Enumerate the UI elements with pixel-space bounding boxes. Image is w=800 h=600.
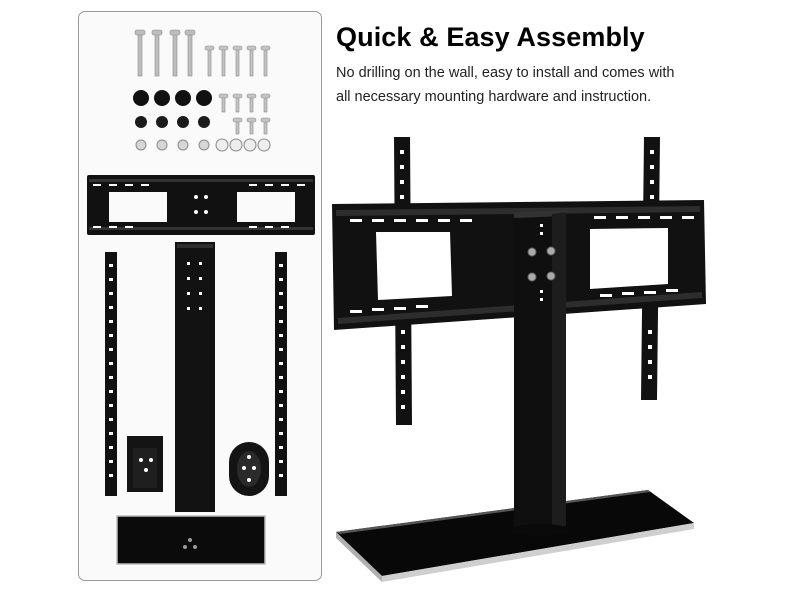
- horizontal-bracket: [87, 175, 315, 235]
- vertical-arms: [105, 252, 287, 496]
- description-line-1: No drilling on the wall, easy to install…: [336, 65, 675, 81]
- medium-screws: [204, 45, 271, 77]
- column-part: [175, 242, 215, 512]
- spacers: [133, 90, 212, 106]
- description-line-2: all necessary mounting hardware and inst…: [336, 89, 652, 105]
- description: No drilling on the wall, easy to install…: [336, 61, 756, 109]
- square-plate: [127, 436, 163, 492]
- nuts-washers: [135, 138, 271, 152]
- long-screws: [134, 29, 196, 77]
- parts-panel: [78, 11, 322, 581]
- knobs: [135, 116, 210, 128]
- oval-plate: [229, 442, 269, 496]
- parts-illustration: [87, 29, 315, 565]
- headline: Quick & Easy Assembly: [336, 22, 645, 52]
- support-column: [514, 210, 566, 532]
- column-bolts: [527, 246, 556, 282]
- short-screws: [218, 93, 271, 135]
- glass-base-part: [116, 515, 266, 565]
- column-foot: [510, 524, 570, 536]
